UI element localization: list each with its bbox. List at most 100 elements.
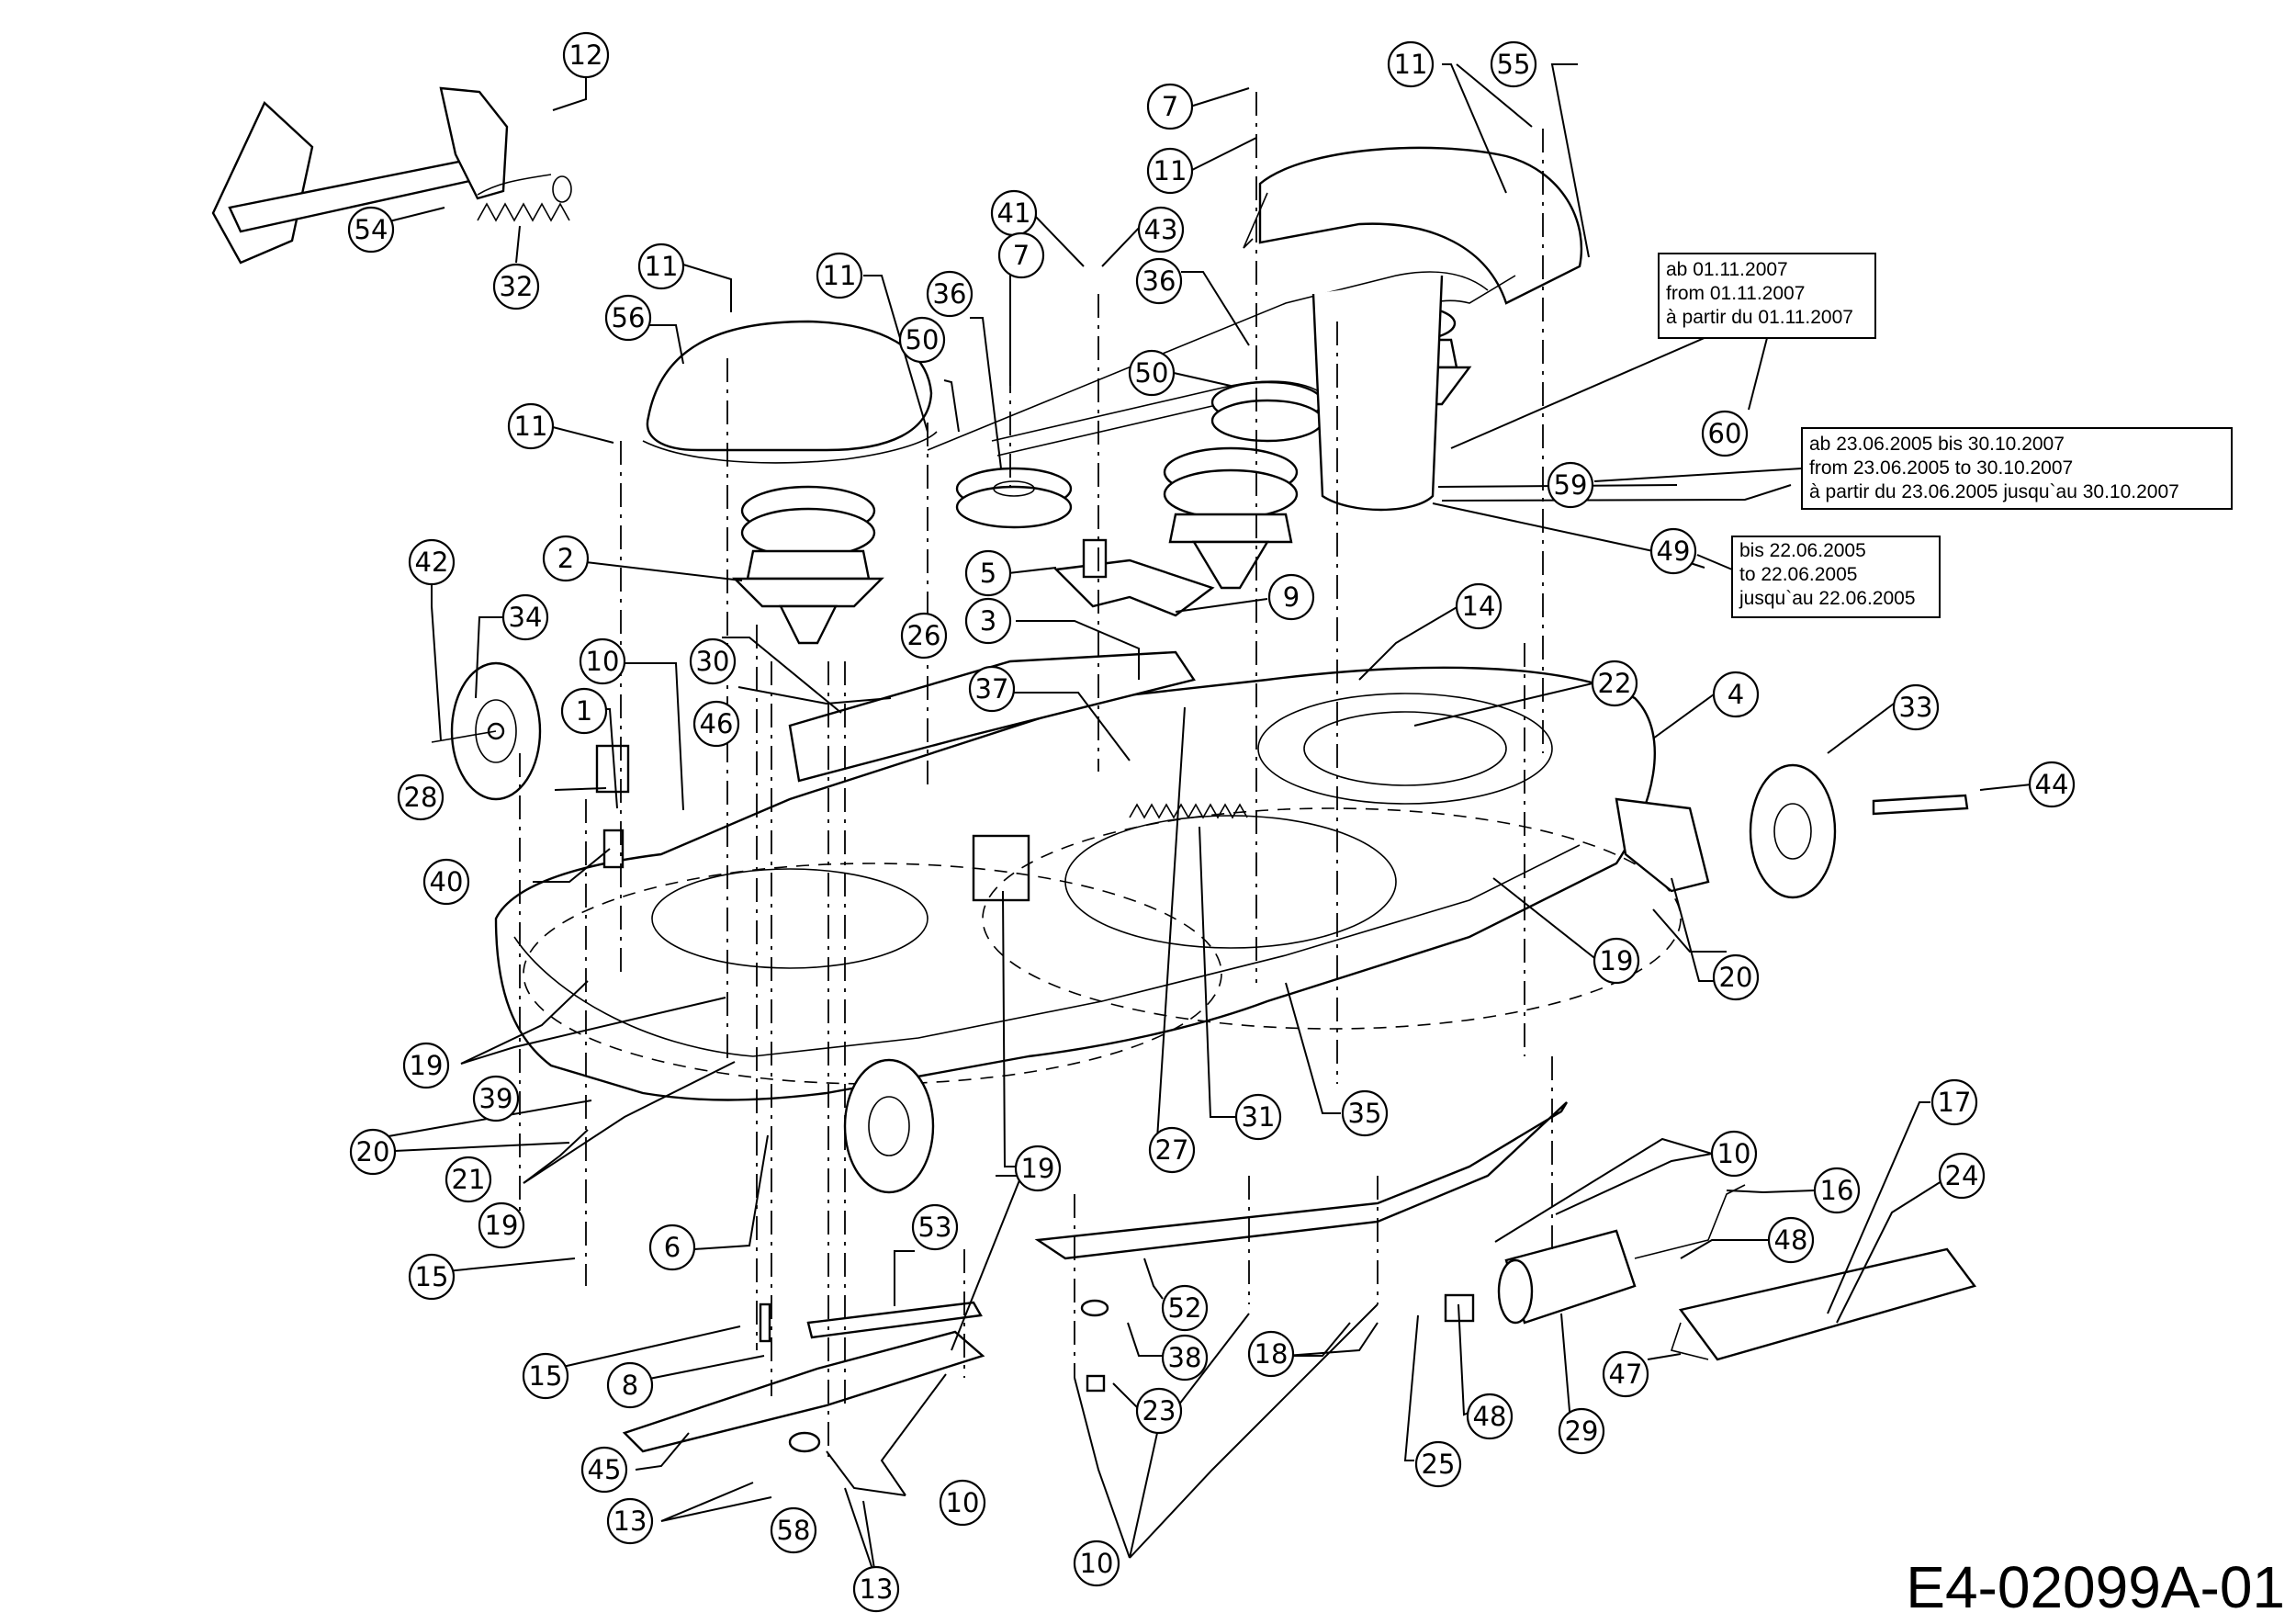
callout-5: 5 (964, 549, 1012, 597)
note-60-line-3: à partir du 01.11.2007 (1666, 307, 1853, 328)
callout-4: 4 (1712, 671, 1760, 718)
callout-11-cover-right: 11 (816, 252, 863, 299)
svg-text:50: 50 (906, 324, 940, 355)
svg-text:11: 11 (514, 411, 548, 442)
callout-37: 37 (968, 665, 1016, 713)
callout-7-center: 7 (997, 231, 1045, 279)
callout-28: 28 (397, 773, 445, 821)
right-gauge-wheel (1749, 763, 1969, 899)
callout-15-upper: 15 (408, 1253, 456, 1301)
svg-text:60: 60 (1708, 418, 1742, 449)
callout-8: 8 (606, 1361, 654, 1409)
svg-text:35: 35 (1348, 1098, 1382, 1129)
svg-text:26: 26 (907, 620, 941, 651)
date-note-59: ab 23.06.2005 bis 30.10.2007 from 23.06.… (1593, 427, 2233, 510)
callout-60: 60 (1701, 410, 1749, 457)
callout-11-top-center: 11 (1146, 147, 1194, 195)
callout-43: 43 (1137, 206, 1185, 254)
note-49-line-2: to 22.06.2005 (1739, 564, 1857, 585)
callout-42: 42 (408, 538, 456, 586)
svg-text:19: 19 (485, 1210, 519, 1241)
right-idler-pulley (1210, 380, 1324, 443)
callout-13-bottom: 13 (852, 1565, 900, 1613)
callout-50-right: 50 (1128, 349, 1176, 397)
callout-20-left: 20 (349, 1128, 397, 1176)
svg-text:36: 36 (1142, 265, 1176, 297)
center-spindle (1163, 446, 1299, 590)
svg-text:25: 25 (1422, 1449, 1456, 1480)
callout-58: 58 (770, 1506, 817, 1554)
callout-14: 14 (1455, 582, 1503, 630)
svg-text:16: 16 (1820, 1175, 1854, 1206)
callout-11-cover-left: 11 (637, 242, 685, 290)
callout-41: 41 (990, 189, 1038, 237)
svg-text:33: 33 (1899, 692, 1933, 723)
callout-10-bottom: 10 (1073, 1539, 1120, 1587)
svg-text:10: 10 (1080, 1548, 1114, 1579)
svg-text:43: 43 (1144, 214, 1178, 245)
left-gauge-wheel (431, 661, 542, 801)
deck-washout-kit (1444, 1184, 1746, 1325)
callout-47: 47 (1602, 1350, 1649, 1398)
callout-6: 6 (648, 1224, 696, 1271)
date-note-60: ab 01.11.2007 from 01.11.2007 à partir d… (1658, 253, 1876, 411)
svg-text:13: 13 (613, 1506, 647, 1537)
svg-text:58: 58 (777, 1515, 811, 1546)
callout-49: 49 (1649, 527, 1697, 575)
svg-text:40: 40 (430, 866, 464, 897)
callout-19-left: 19 (402, 1042, 450, 1089)
callout-20-right: 20 (1712, 953, 1760, 1001)
spring (477, 175, 572, 222)
callout-30: 30 (689, 637, 737, 685)
svg-text:31: 31 (1242, 1101, 1276, 1133)
callout-15-lower: 15 (522, 1352, 569, 1400)
callout-25: 25 (1414, 1440, 1462, 1488)
left-blade (622, 1301, 985, 1453)
svg-text:5: 5 (980, 558, 996, 589)
svg-text:19: 19 (1600, 945, 1634, 976)
callout-48-lower: 48 (1466, 1393, 1514, 1440)
callout-48-upper: 48 (1767, 1216, 1815, 1264)
left-spindle (732, 485, 884, 645)
callout-54: 54 (347, 206, 395, 254)
callout-19-lower-left: 19 (478, 1201, 525, 1249)
svg-text:54: 54 (355, 214, 388, 245)
callout-29: 29 (1558, 1407, 1605, 1455)
svg-text:37: 37 (975, 673, 1009, 705)
svg-text:46: 46 (700, 708, 734, 739)
callout-21: 21 (445, 1156, 492, 1203)
blade-hardware (759, 1299, 1109, 1453)
note-59-line-2: from 23.06.2005 to 30.10.2007 (1809, 457, 2073, 479)
svg-text:27: 27 (1155, 1134, 1189, 1166)
svg-text:12: 12 (569, 39, 603, 71)
svg-text:56: 56 (612, 302, 646, 333)
svg-text:2: 2 (557, 543, 574, 574)
svg-text:1: 1 (576, 695, 592, 727)
callout-35: 35 (1341, 1089, 1389, 1137)
callout-44: 44 (2028, 761, 2076, 808)
callout-55: 55 (1490, 40, 1537, 88)
svg-text:34: 34 (509, 602, 543, 633)
svg-text:42: 42 (415, 547, 449, 578)
note-49-line-1: bis 22.06.2005 (1739, 540, 1866, 561)
centerlines (519, 92, 1553, 1460)
svg-text:4: 4 (1728, 679, 1744, 710)
svg-text:36: 36 (933, 278, 967, 310)
callout-10-upper: 10 (579, 637, 626, 685)
front-gauge-wheel (843, 1058, 935, 1194)
callout-16: 16 (1813, 1167, 1861, 1214)
note-49-line-3: jusqu`au 22.06.2005 (1739, 588, 1916, 609)
drawing-number: E4-02099A-01 (1906, 1554, 2285, 1620)
svg-text:29: 29 (1565, 1415, 1599, 1447)
svg-text:19: 19 (410, 1050, 444, 1081)
callout-12: 12 (562, 31, 610, 79)
svg-text:11: 11 (823, 260, 857, 291)
svg-text:17: 17 (1938, 1087, 1972, 1118)
callout-45: 45 (580, 1446, 628, 1494)
svg-text:44: 44 (2035, 769, 2069, 800)
callout-36-right: 36 (1135, 257, 1183, 305)
callout-18: 18 (1247, 1330, 1295, 1378)
svg-text:24: 24 (1945, 1160, 1979, 1191)
callout-17: 17 (1930, 1078, 1978, 1126)
callout-23: 23 (1135, 1387, 1183, 1435)
